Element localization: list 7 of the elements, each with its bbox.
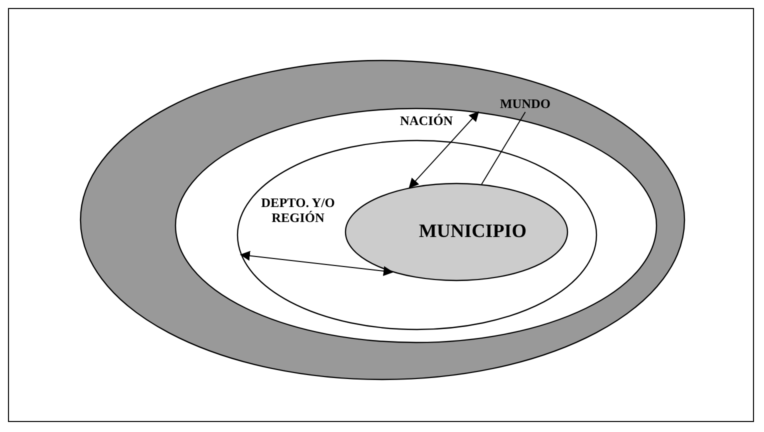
region-label: DEPTO. Y/O REGIÓN (260, 195, 336, 225)
region-label: MUNICIPIO (418, 222, 526, 242)
leader-line (481, 112, 526, 185)
region-label: NACIÓN (400, 113, 453, 128)
double-arrow (240, 250, 394, 276)
double-arrow (408, 111, 480, 188)
region-label: MUNDO (500, 96, 551, 111)
